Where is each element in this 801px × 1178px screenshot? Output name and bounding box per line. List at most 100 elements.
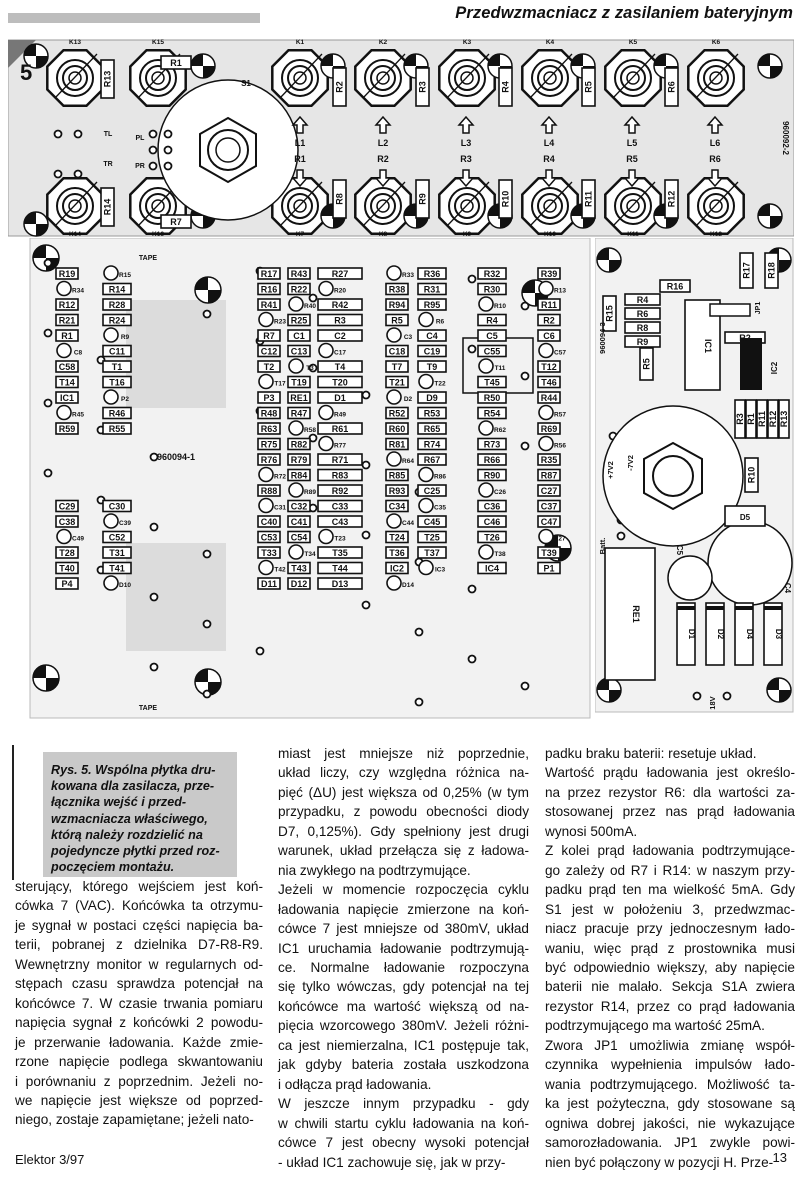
text-line: stępach czasu sprawdza potencjał na <box>15 976 263 992</box>
pcb-label: R10 <box>494 303 506 310</box>
resistor <box>417 484 447 497</box>
resistor <box>55 391 79 404</box>
fiducial-mark <box>32 664 60 692</box>
pcb-label: R4 <box>637 295 649 305</box>
jack-socket <box>438 49 496 107</box>
transistor <box>418 497 434 514</box>
resistor <box>537 546 561 559</box>
resistor <box>55 515 79 528</box>
pcb-label: C31 <box>274 505 286 512</box>
pcb-label: R13 <box>779 411 789 428</box>
text-line: końcówce ma wartość większą od na- <box>278 998 529 1014</box>
pad <box>148 161 158 171</box>
resistor <box>385 546 409 559</box>
resistor <box>257 391 281 404</box>
pcb-label: T14 <box>59 378 75 388</box>
pcb-label: R24 <box>109 316 126 326</box>
pad <box>43 328 53 338</box>
text-line: układ liczy, czy względna różnica na- <box>278 765 529 781</box>
resistor <box>537 267 561 280</box>
transistor <box>56 280 72 297</box>
copper-area <box>126 543 226 651</box>
pcb-label: T19 <box>291 378 307 388</box>
resistor <box>385 422 409 435</box>
text-line: ładowania napięcie zmierzone na koń- <box>278 901 529 917</box>
pcb-label: C4 <box>426 331 438 341</box>
pcb-label: R27 <box>332 269 349 279</box>
text-line: czynnika wypełnienia impulsów łado- <box>545 1057 795 1073</box>
pcb-label: T46 <box>541 378 557 388</box>
pcb-label: R60 <box>389 424 406 434</box>
copper-area <box>126 300 226 408</box>
transistor <box>538 528 554 545</box>
pcb-label: R28 <box>109 300 126 310</box>
jack-socket <box>521 177 579 235</box>
pad <box>148 129 158 139</box>
transistor <box>318 342 334 359</box>
fiducial-mark <box>596 247 622 273</box>
pcb-label: R43 <box>291 269 308 279</box>
text-line: rzone napięcie podlega skwantowaniu <box>15 1054 263 1070</box>
transistor <box>538 404 554 421</box>
pcb-label: D2 <box>404 396 413 403</box>
resistor <box>417 360 447 373</box>
arrow-down-icon <box>623 169 641 188</box>
arrow-up-icon <box>457 115 475 134</box>
transistor <box>538 435 554 452</box>
pcb-label: C58 <box>59 362 76 372</box>
resistor <box>385 484 409 497</box>
resistor <box>477 329 507 342</box>
pcb-label: IC4 <box>485 564 499 574</box>
pcb-label: R1 <box>170 58 182 68</box>
pcb-label: JP1 <box>755 302 762 315</box>
pcb-label: T38 <box>494 551 506 558</box>
pcb-label: R9 <box>418 193 428 205</box>
resistor <box>602 295 617 332</box>
resistor <box>385 499 409 513</box>
resistor <box>477 453 507 466</box>
pad <box>163 161 173 171</box>
resistor <box>734 399 746 439</box>
pcb-label: R89 <box>304 489 316 496</box>
resistor <box>102 406 132 420</box>
pcb-label: C33 <box>332 502 349 512</box>
pcb-label: PR <box>135 163 145 170</box>
resistor <box>317 298 363 311</box>
resistor <box>102 313 132 327</box>
pcb-label: R9 <box>121 334 130 341</box>
pcb-label: D10 <box>119 582 131 589</box>
arrow-down-icon <box>706 169 724 188</box>
pcb-label: K12 <box>710 231 722 238</box>
text-line: - układ IC1 zachowuje się, jak w przy- <box>278 1154 506 1170</box>
resistor <box>317 484 363 497</box>
pcb-label: R25 <box>291 316 308 326</box>
resistor <box>332 67 347 107</box>
resistor <box>287 329 311 342</box>
pcb-label: 960094-1 <box>157 452 195 462</box>
pcb-label: T21 <box>389 378 405 388</box>
pcb-label: R6 <box>436 319 445 326</box>
resistor <box>55 313 79 327</box>
pcb-label: C1 <box>293 331 305 341</box>
pcb-label: R3 <box>334 316 346 326</box>
pcb-label: R17 <box>261 269 278 279</box>
pcb-label: T41 <box>109 564 125 574</box>
resistor <box>102 499 132 513</box>
resistor <box>477 344 507 358</box>
pad <box>692 691 702 701</box>
pcb-label: R5 <box>642 358 652 370</box>
pcb-label: R10 <box>747 467 757 484</box>
resistor <box>257 530 281 544</box>
pcb-label: C53 <box>261 533 278 543</box>
pcb-label: IC1 <box>60 393 74 403</box>
resistor <box>385 530 409 544</box>
text-line: wynosi 500mA. <box>545 823 638 839</box>
pcb-label: R42 <box>332 300 349 310</box>
resistor <box>385 282 409 296</box>
diode <box>676 602 696 666</box>
jack-socket <box>604 49 662 107</box>
resistor <box>639 347 654 381</box>
resistor <box>537 422 561 435</box>
